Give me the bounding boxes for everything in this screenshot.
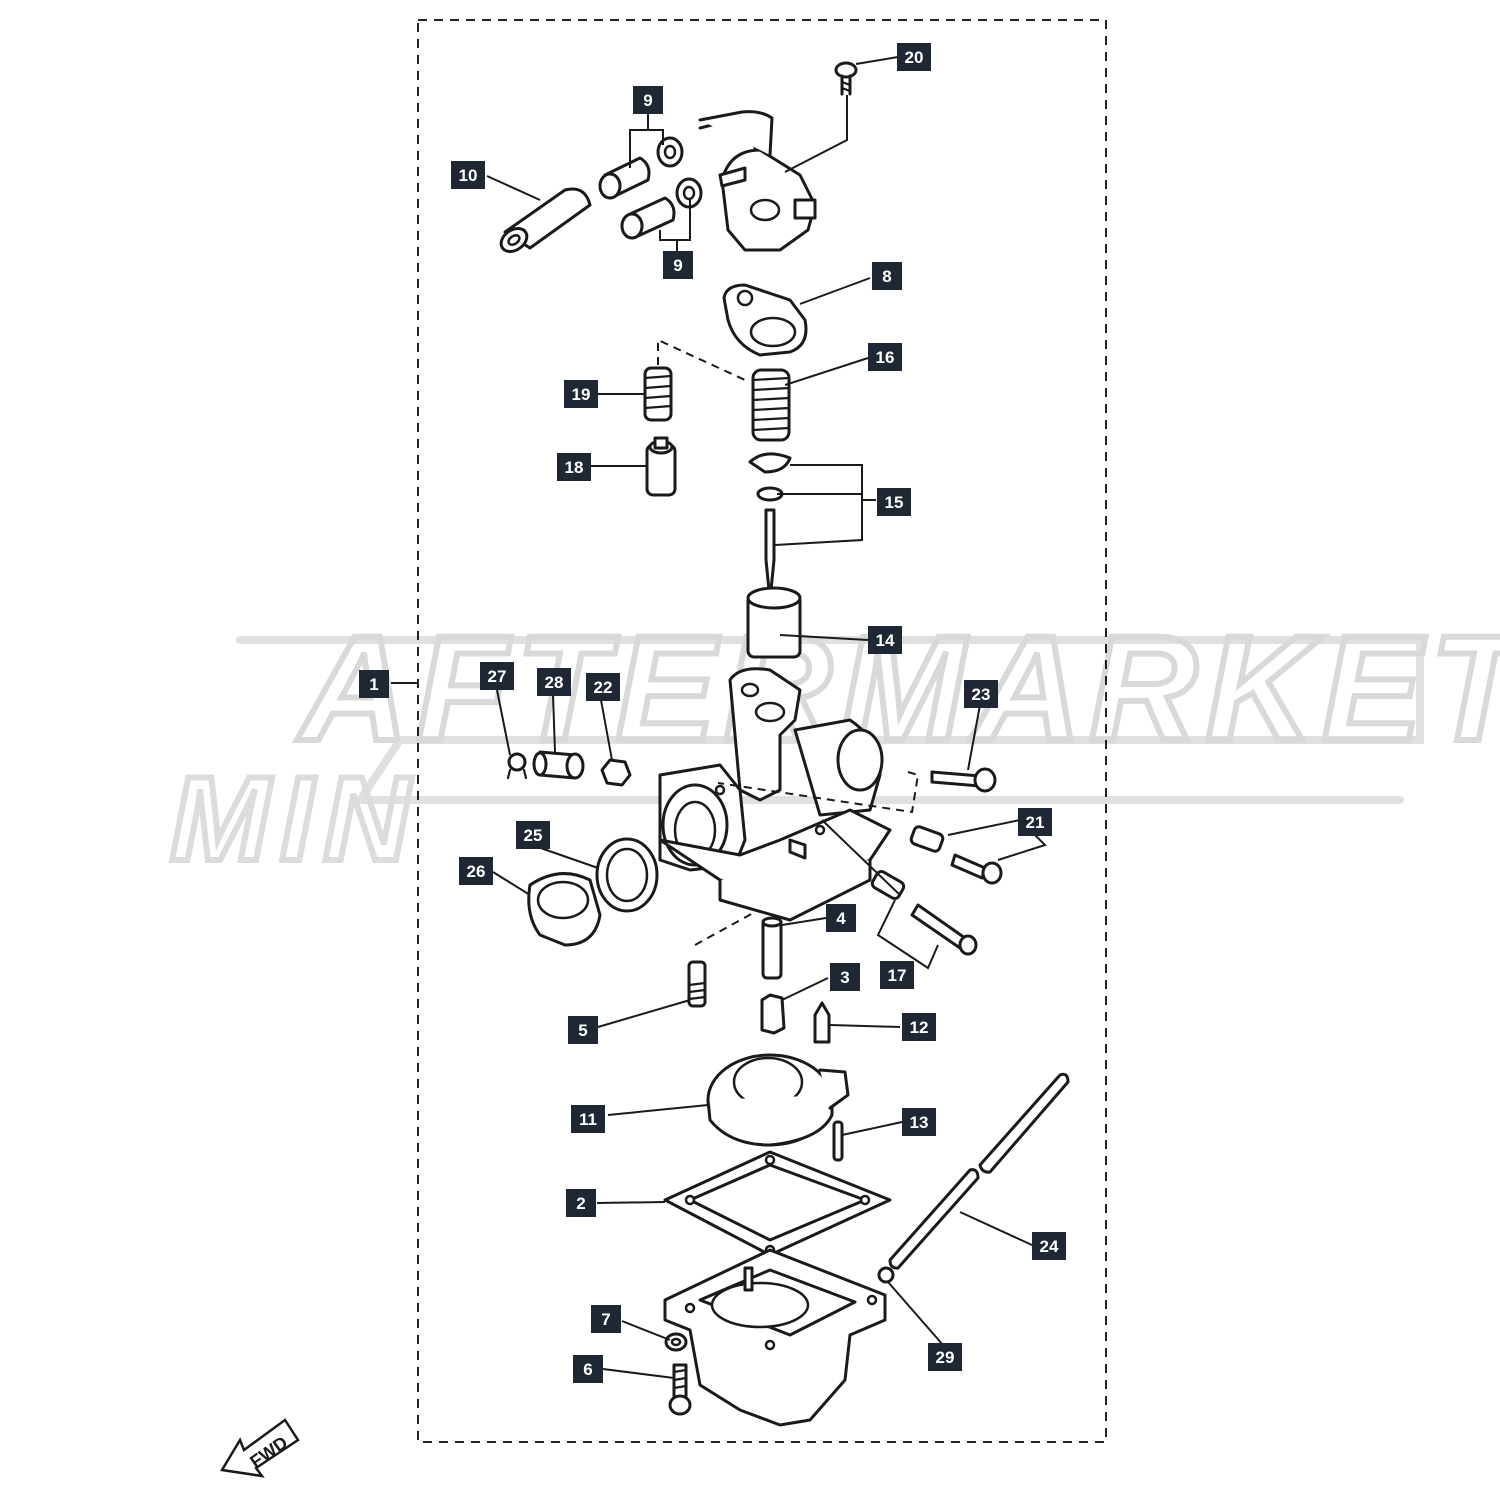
callout-26: 26 (459, 857, 493, 885)
callout-13-label: 13 (910, 1113, 929, 1132)
callout-19-label: 19 (572, 385, 591, 404)
part-13-float-pin (832, 1120, 844, 1162)
callout-5: 5 (568, 1016, 598, 1044)
part-2-float-chamber-gasket (663, 1150, 892, 1257)
callout-12-label: 12 (910, 1018, 929, 1037)
callout-21-label: 21 (1026, 813, 1045, 832)
callout-28: 28 (537, 668, 571, 696)
callout-21: 21 (1018, 808, 1052, 836)
assembly-frame (417, 19, 1107, 1443)
callout-2-label: 2 (576, 1194, 585, 1213)
part-14-throttle-valve (746, 586, 802, 659)
callout-26-label: 26 (467, 862, 486, 881)
callout-7-label: 7 (601, 1310, 610, 1329)
part-6-screw (668, 1363, 692, 1416)
callout-9-lower-label: 9 (673, 256, 682, 275)
callout-8-label: 8 (882, 267, 891, 286)
callout-19: 19 (564, 380, 598, 408)
callout-23-label: 23 (972, 685, 991, 704)
callout-25: 25 (516, 821, 550, 849)
part-25-o-ring (595, 837, 659, 913)
callout-15-label: 15 (885, 493, 904, 512)
callout-24-label: 24 (1040, 1237, 1059, 1256)
callout-2: 2 (566, 1189, 596, 1217)
callout-17: 17 (880, 961, 914, 989)
watermark-subtext: MIN (170, 752, 420, 886)
part-9-adjuster-lower (620, 177, 703, 240)
part-float-chamber (663, 1248, 887, 1427)
callout-29: 29 (928, 1343, 962, 1371)
callout-10-label: 10 (459, 166, 478, 185)
callout-23: 23 (964, 680, 998, 708)
callout-11-label: 11 (579, 1110, 597, 1129)
callout-9-upper-label: 9 (643, 91, 652, 110)
callout-22-label: 22 (594, 678, 613, 697)
part-20-screw (834, 61, 858, 96)
callout-3-label: 3 (840, 968, 849, 987)
callout-3: 3 (830, 963, 860, 991)
callout-14: 14 (868, 626, 902, 654)
part-1-carburetor-body (658, 667, 892, 922)
part-26-joint-ring (527, 872, 602, 947)
callout-22: 22 (586, 673, 620, 701)
callout-12: 12 (902, 1013, 936, 1041)
part-top-cover (698, 110, 817, 252)
part-21-pilot-screw-set (909, 825, 1003, 885)
callout-13: 13 (902, 1108, 936, 1136)
callout-16: 16 (868, 343, 902, 371)
part-17-throttle-stop-screw-set (870, 870, 978, 956)
callout-9-lower: 9 (663, 251, 693, 279)
part-11-float (706, 1053, 850, 1147)
callout-10: 10 (451, 161, 485, 189)
callout-17-label: 17 (888, 966, 907, 985)
part-18-starter-plunger (645, 436, 677, 497)
part-9-adjuster-upper (598, 136, 684, 200)
callout-4: 4 (826, 904, 856, 932)
part-8-cap-gasket (722, 283, 808, 357)
part-15-needle-set (748, 452, 792, 602)
callout-4-label: 4 (836, 909, 846, 928)
part-7-washer (664, 1332, 688, 1352)
callout-11: 11 (571, 1105, 605, 1133)
part-5-pilot-jet (687, 960, 707, 1008)
callout-27-label: 27 (488, 667, 507, 686)
part-22-nut (600, 758, 632, 787)
callout-1: 1 (359, 670, 389, 698)
part-4-needle-jet (761, 916, 783, 980)
part-23-screw (930, 767, 997, 793)
callout-29-label: 29 (936, 1348, 955, 1367)
callout-28-label: 28 (545, 673, 564, 692)
callout-24: 24 (1032, 1232, 1066, 1260)
part-28-sleeve (532, 750, 585, 780)
callout-20: 20 (897, 43, 931, 71)
callout-14-label: 14 (876, 631, 895, 650)
part-12-needle-valve (813, 1001, 831, 1044)
part-3-main-jet (760, 993, 786, 1035)
leader-lines (391, 56, 1047, 1379)
callout-5-label: 5 (578, 1021, 587, 1040)
part-19-spring (643, 366, 673, 422)
fwd-indicator: FWD (219, 1418, 300, 1478)
callout-25-label: 25 (524, 826, 543, 845)
callout-27: 27 (480, 662, 514, 690)
callout-1-label: 1 (369, 675, 378, 694)
callout-6-label: 6 (583, 1360, 592, 1379)
callout-8: 8 (872, 262, 902, 290)
callout-20-label: 20 (905, 48, 924, 67)
callout-16-label: 16 (876, 348, 895, 367)
part-27-clip (506, 752, 528, 780)
callout-7: 7 (591, 1305, 621, 1333)
callout-9-upper: 9 (633, 86, 663, 114)
fwd-arrow-icon (219, 1418, 300, 1478)
callout-15: 15 (877, 488, 911, 516)
part-29-hose-clamp (877, 1266, 895, 1284)
callout-18: 18 (557, 453, 591, 481)
part-16-throttle-spring (751, 368, 791, 442)
part-10-tube (499, 187, 592, 253)
callout-18-label: 18 (565, 458, 584, 477)
part-24-hoses (888, 1072, 1070, 1270)
callout-6: 6 (573, 1355, 603, 1383)
